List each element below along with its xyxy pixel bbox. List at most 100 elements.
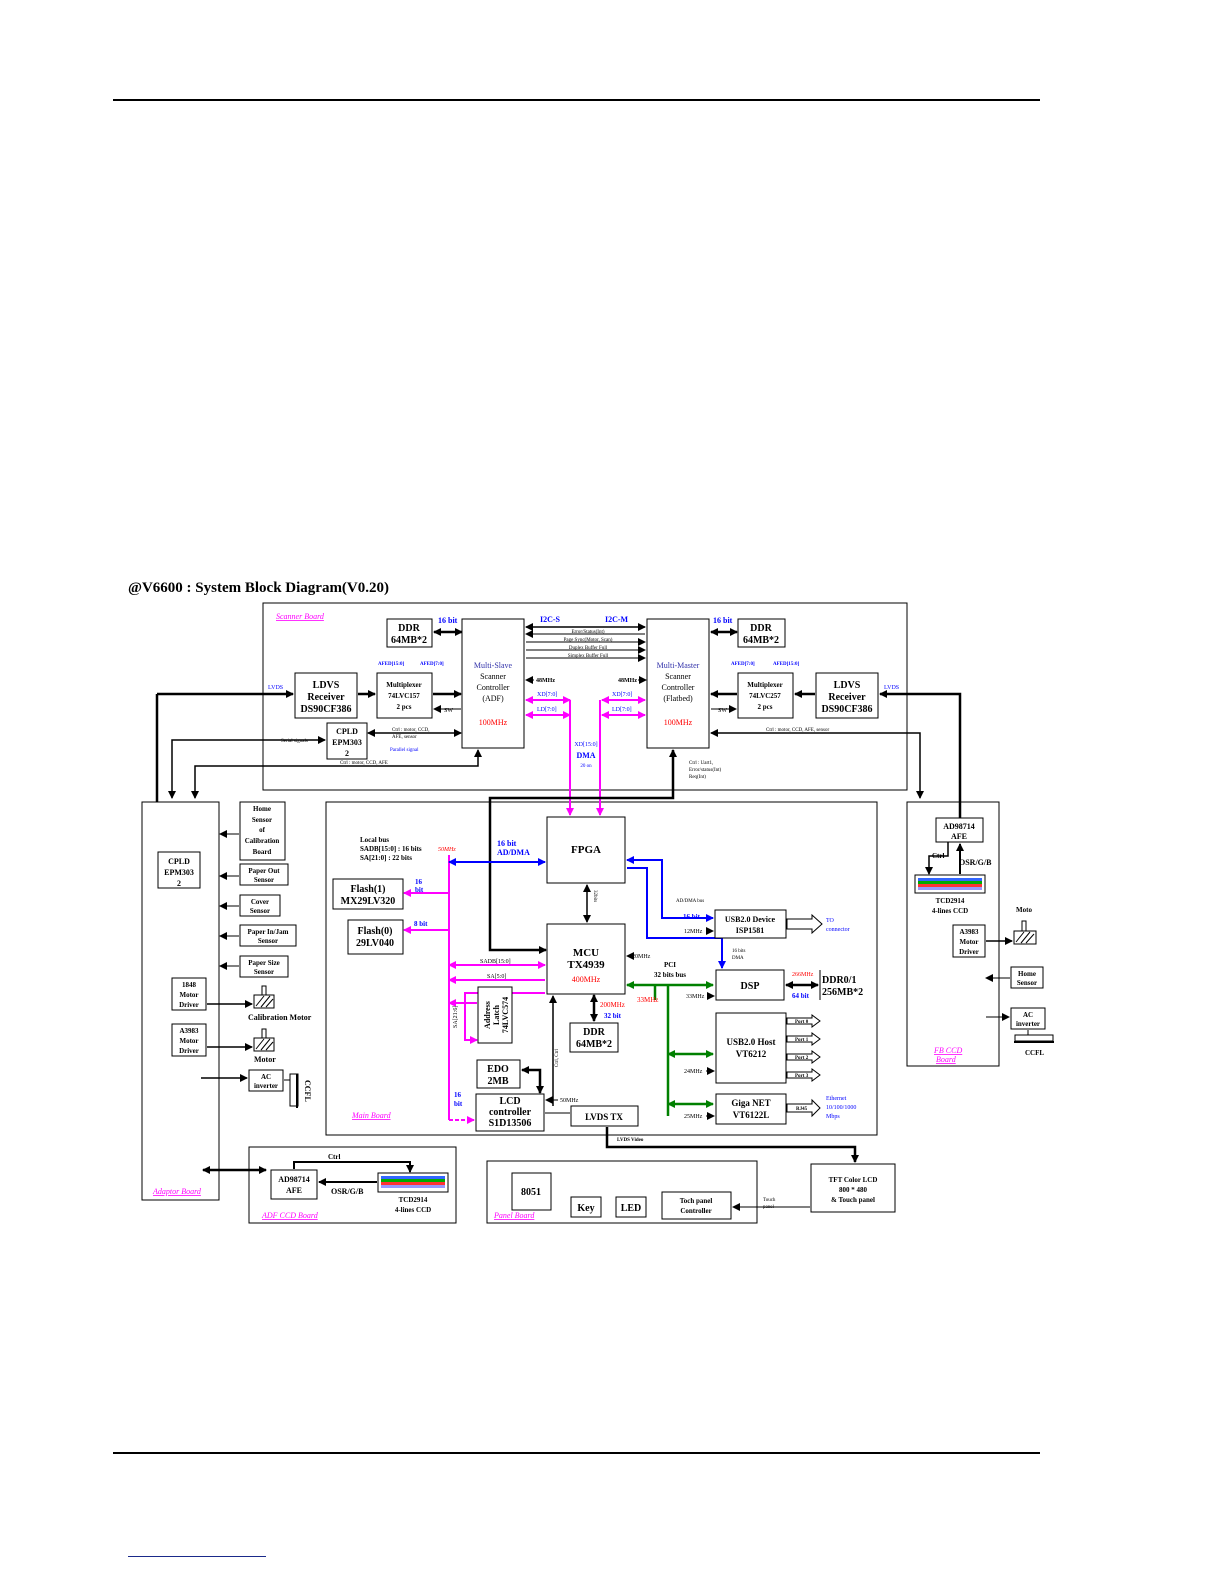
fb-afe-box [935, 817, 984, 843]
motor-shaft [261, 1028, 267, 1039]
adf-afe-1: AD98714 [278, 1175, 310, 1184]
cpld-ctrl-2: AFE, sensor [392, 735, 417, 740]
port0-label: Port 0 [795, 1020, 809, 1025]
bit16-left: 16 bit [438, 616, 458, 625]
dsp-label: DSP [741, 981, 760, 992]
master-line-5: 100MHz [664, 718, 693, 727]
serial-bus [168, 736, 326, 799]
sadb-label: SADB[15:0] [480, 959, 511, 965]
lcd-box [475, 1093, 545, 1132]
master-line-2: Scanner [665, 672, 691, 681]
afed-l1: AFED[15:0] [378, 662, 404, 667]
a3983-adaptor-3: Driver [179, 1047, 199, 1055]
adf-afe-2: AFE [286, 1186, 302, 1195]
adaptor-cpld-3: 2 [177, 879, 181, 888]
motor1848-3: Driver [179, 1001, 199, 1009]
usb-dev-bit: 16 bit [683, 913, 701, 921]
bit16-dma-2: DMA [732, 956, 744, 961]
motor-label: Motor [254, 1055, 276, 1064]
tft-lcd-box [810, 1163, 896, 1213]
slave-line-2: Scanner [480, 672, 506, 681]
tft-3: & Touch panel [831, 1196, 875, 1204]
fb-ccfl-label: CCFL [1025, 1049, 1044, 1057]
home-sensor-calib-2: Sensor [252, 816, 272, 824]
ldvs-left-box [294, 672, 358, 719]
usb-device-box [714, 909, 787, 939]
bit16-right: 16 bit [713, 616, 733, 625]
slave-line-1: Multi-Slave [474, 661, 513, 670]
clk50-label: 50MHz [438, 847, 456, 853]
local-bus-1: Local bus [360, 836, 389, 844]
fb-home-1: Home [1018, 970, 1036, 978]
footer-link-underline [128, 1556, 266, 1557]
flash1-2: MX29LV320 [341, 896, 396, 907]
clk24-label: 24MHz [684, 1069, 703, 1075]
fb-a3983-box [952, 924, 986, 958]
mux-right-box [737, 672, 794, 719]
ldvs-right-3: DS90CF386 [821, 704, 872, 715]
pci-1: PCI [664, 961, 676, 969]
ac-inverter-adaptor-1: AC [261, 1073, 271, 1081]
fb-ctrl-line [925, 842, 949, 875]
fpga-usb-bus [626, 856, 714, 922]
clk-48-right: 48MHz [618, 678, 637, 684]
ethernet-1: Ethernet [826, 1096, 847, 1102]
fb-afe-2: AFE [951, 832, 967, 841]
ddr01-2: 256MB*2 [822, 987, 863, 998]
signal-label-1: Error/Status(Int) [571, 630, 604, 635]
fb-ac-2: inverter [1016, 1020, 1040, 1028]
flash1-bit-1: 16 [415, 878, 423, 886]
adf-afe-box [270, 1169, 318, 1200]
clk20-label: 20MHz [632, 954, 651, 960]
paper-in-1: Paper In/Jam [248, 928, 289, 936]
giga-net-box [715, 1093, 787, 1125]
fb-moto-label: Moto [1016, 906, 1032, 914]
fb-ctrl-label: Ctrl [932, 852, 944, 860]
calib-motor-shaft [261, 985, 267, 996]
diagram-title: @V6600 : System Block Diagram(V0.20) [128, 580, 389, 596]
sw-right: SW [718, 708, 727, 714]
cpld-scanner-3: 2 [345, 749, 349, 758]
a3983-adaptor-2: Motor [179, 1037, 198, 1045]
adf-osr-label: OSR/G/B [331, 1187, 364, 1196]
home-sensor-calib-1: Home [253, 805, 271, 813]
mux-left-box [376, 672, 433, 719]
ethernet-3: Mbps [826, 1114, 840, 1120]
ac-inverter-adaptor-2: inverter [254, 1082, 278, 1090]
usb-device-1: USB2.0 Device [725, 915, 776, 924]
local-bus-3: SA[21:0] : 22 bits [360, 854, 412, 862]
giga-net-1: Giga NET [731, 1098, 770, 1108]
lvds-tx-box [570, 1105, 639, 1127]
fpga-bus-label: 32bits [592, 890, 597, 902]
ctrl-bottom-label: Ctrl : motor, CCD, AFE [340, 761, 388, 766]
xd-left-label: XD[7:0] [537, 692, 557, 698]
ldvs-right-1: LDVS [834, 680, 861, 691]
dsp-clk-label: 33MHz [686, 994, 705, 1000]
adf-ccd-2: 4-lines CCD [395, 1206, 431, 1214]
cpld-scanner-2: EPM303 [332, 738, 362, 747]
giga-net-2: VT6122L [733, 1110, 770, 1120]
fb-osr-label: OSR/G/B [959, 858, 992, 867]
ethernet-2: 10/100/1000 [826, 1105, 856, 1111]
fb-a3983-2: Motor [959, 938, 978, 946]
ldvs-right-box [815, 672, 879, 719]
calib-motor-label: Calibration Motor [248, 1013, 312, 1022]
fb-ccfl-tube [1014, 1034, 1054, 1042]
slave-controller-box [461, 618, 525, 749]
i2c-s-label: I2C-S [540, 615, 561, 624]
board-label-fb-ccd-2: Board [936, 1055, 957, 1064]
lcd-2: controller [489, 1107, 532, 1118]
mux-right-1: Multiplexer [747, 681, 782, 689]
edo-box [476, 1059, 521, 1089]
fb-home-2: Sensor [1017, 979, 1037, 987]
fpga-addma-2: AD/DMA [497, 848, 530, 857]
fb-ccd-strip [914, 874, 986, 894]
edo-lcd-bus [521, 1066, 544, 1094]
board-label-scanner: Scanner Board [276, 612, 325, 621]
signal-label-4: Simplex Buffer Full [568, 654, 609, 659]
lcd-1: LCD [499, 1096, 520, 1107]
flash0-box [347, 919, 404, 955]
home-sensor-calib-3: of [259, 826, 266, 834]
mux-left-3: 2 pcs [397, 703, 412, 711]
